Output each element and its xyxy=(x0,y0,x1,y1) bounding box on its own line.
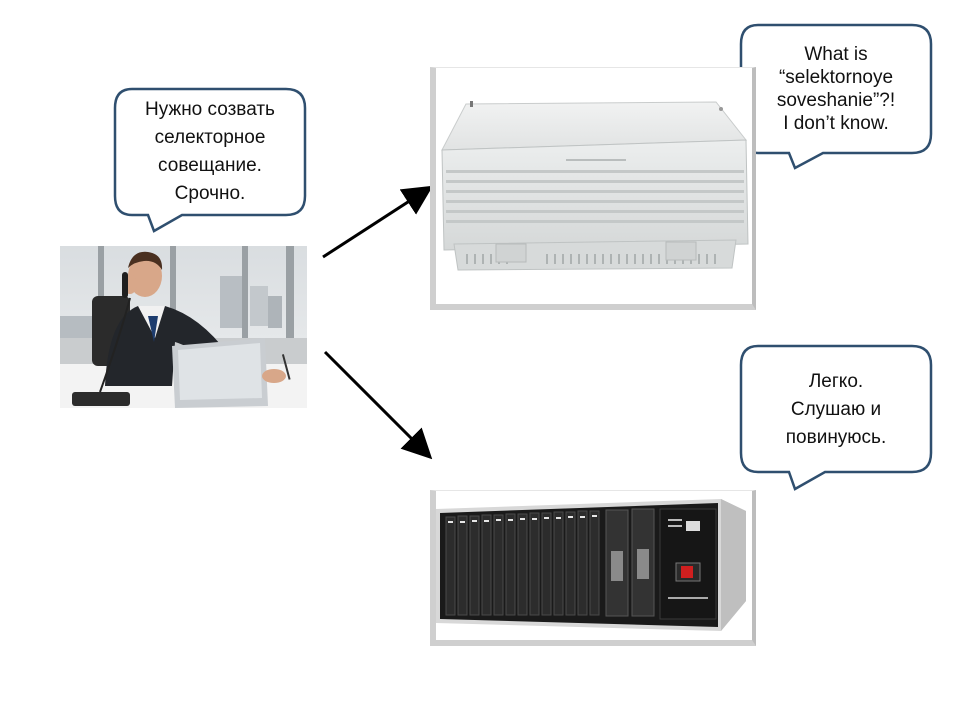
office-pbx-photo xyxy=(441,101,749,271)
speech-bubble-rack xyxy=(739,344,933,491)
speech-text-rack: Легко. Слушаю и повинуюсь. xyxy=(741,350,931,470)
pbx-line-3: soveshanie”?! xyxy=(776,90,896,111)
speech-text-boss: Нужно созвать селекторное совещание. Сро… xyxy=(115,90,305,214)
office-pbx-photo-frame xyxy=(430,67,756,310)
pbx-line-2: “selektornoye xyxy=(778,67,894,88)
man-photo-drawing xyxy=(60,246,307,408)
rack-pbx-photo-frame xyxy=(430,490,756,646)
arrow-to-rack xyxy=(323,350,433,460)
boss-line-1: Нужно созвать xyxy=(145,99,275,120)
rack-line-3: повинуюсь. xyxy=(785,427,887,448)
speech-text-pbx: What is “selektornoye soveshanie”?! I do… xyxy=(741,25,931,153)
boss-line-4: Срочно. xyxy=(174,183,246,204)
boss-line-3: совещание. xyxy=(158,155,262,176)
boss-line-2: селекторное xyxy=(154,127,266,148)
speech-bubble-pbx xyxy=(739,23,933,170)
pbx-line-4: I don’t know. xyxy=(783,113,889,134)
rack-pbx-photo xyxy=(436,499,746,631)
pbx-line-1: What is xyxy=(804,44,868,65)
arrow-to-pbx xyxy=(322,185,434,259)
man-on-phone-photo xyxy=(60,246,307,408)
speech-bubble-boss xyxy=(113,87,307,233)
rack-line-1: Легко. xyxy=(808,371,864,392)
rack-line-2: Слушаю и xyxy=(790,399,882,420)
